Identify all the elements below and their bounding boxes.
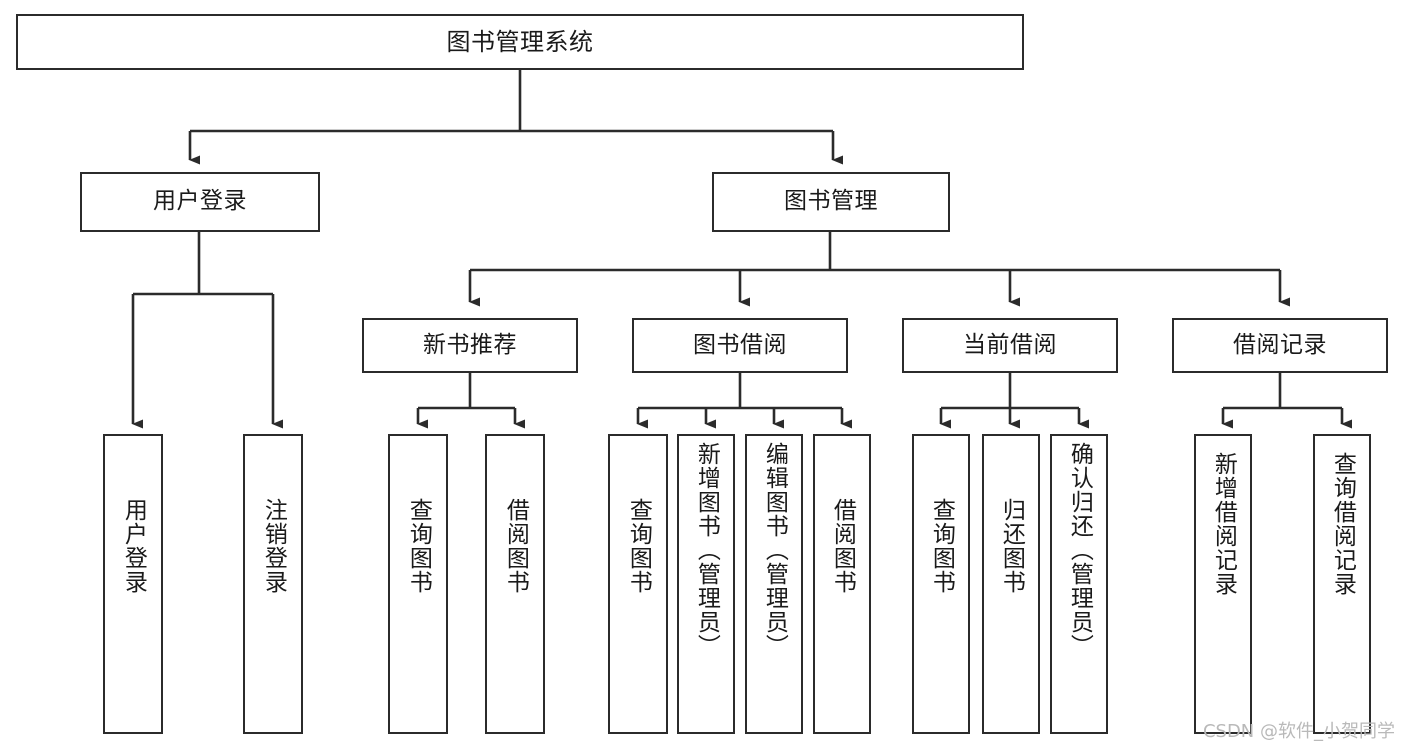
watermark: CSDN @软件_小贺同学 [1202,721,1395,742]
node-current-borrow[interactable]: 当前借阅 [902,318,1118,373]
leaf-query-book-recommend[interactable]: 查询图书 [388,434,448,734]
node-label: 查询图书 [625,498,652,594]
leaf-edit-book-admin[interactable]: 编辑图书（管理员） [745,434,803,734]
node-label: 查询借阅记录 [1329,452,1356,596]
leaf-query-book-borrow[interactable]: 查询图书 [608,434,668,734]
node-label: 借阅图书 [502,498,529,594]
node-borrow-record[interactable]: 借阅记录 [1172,318,1388,373]
node-label: 当前借阅 [963,331,1057,358]
node-book-borrow[interactable]: 图书借阅 [632,318,848,373]
node-new-book-recommend[interactable]: 新书推荐 [362,318,578,373]
leaf-add-book-admin[interactable]: 新增图书（管理员） [677,434,735,734]
leaf-query-borrow-record[interactable]: 查询借阅记录 [1313,434,1371,734]
node-label: 查询图书 [928,498,955,594]
node-label: 新书推荐 [423,331,517,358]
node-label: 图书管理系统 [446,27,594,56]
node-label: 确认归还（管理员） [1066,442,1093,658]
leaf-logout[interactable]: 注销登录 [243,434,303,734]
node-root-book-management-system[interactable]: 图书管理系统 [16,14,1024,70]
node-label: 用户登录 [153,188,247,215]
node-book-management[interactable]: 图书管理 [712,172,950,232]
node-user-login[interactable]: 用户登录 [80,172,320,232]
node-label: 借阅图书 [829,498,856,594]
node-label: 图书借阅 [693,331,787,358]
node-label: 编辑图书（管理员） [761,442,788,658]
leaf-borrow-book-recommend[interactable]: 借阅图书 [485,434,545,734]
leaf-query-book-current[interactable]: 查询图书 [912,434,970,734]
leaf-return-book[interactable]: 归还图书 [982,434,1040,734]
node-label: 借阅记录 [1233,331,1327,358]
node-label: 新增图书（管理员） [693,442,720,658]
node-label: 查询图书 [405,498,432,594]
node-label: 归还图书 [998,498,1025,594]
node-label: 新增借阅记录 [1210,452,1237,596]
leaf-borrow-book[interactable]: 借阅图书 [813,434,871,734]
node-label: 图书管理 [784,188,878,215]
leaf-user-login[interactable]: 用户登录 [103,434,163,734]
leaf-add-borrow-record[interactable]: 新增借阅记录 [1194,434,1252,734]
node-label: 用户登录 [120,498,147,594]
leaf-confirm-return-admin[interactable]: 确认归还（管理员） [1050,434,1108,734]
node-label: 注销登录 [260,498,287,594]
